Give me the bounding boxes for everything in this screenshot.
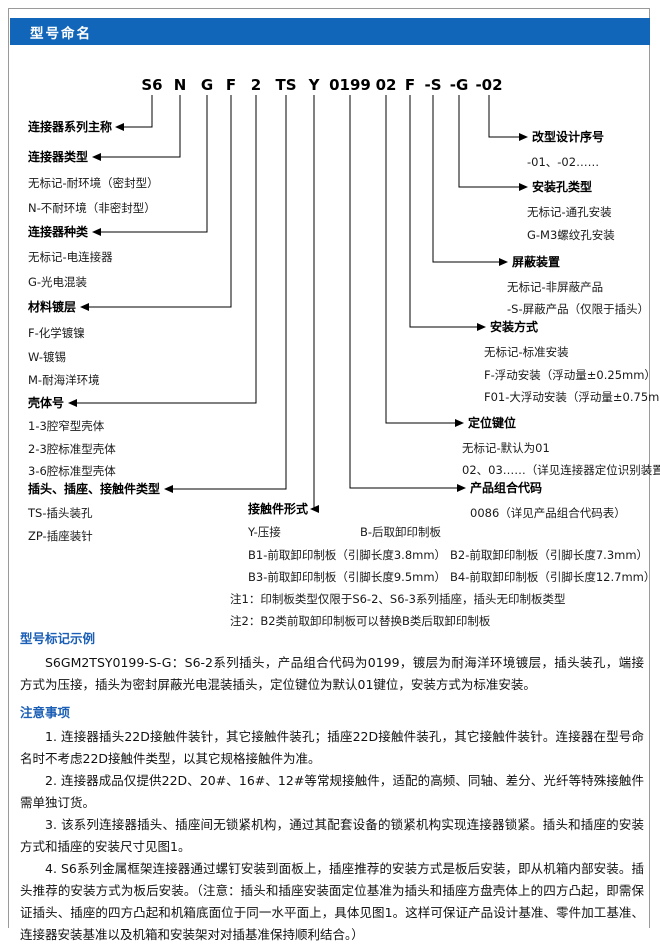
label-hole-title: 安装孔类型 <box>532 180 593 194</box>
model-segment-hole: -G <box>449 76 469 94</box>
label-mount-item: 无标记-标准安装 <box>484 345 569 359</box>
model-segment-redesign: -02 <box>475 76 503 94</box>
label-combo-title: 产品组合代码 <box>470 481 543 495</box>
label-shell-title: 壳体号 <box>28 396 65 410</box>
model-segment-mount: F <box>404 76 416 94</box>
label-shield-item: -S-屏蔽产品（仅限于插头） <box>507 302 650 316</box>
label-plugtype-item: ZP-插座装针 <box>28 529 93 543</box>
label-kind-item: G-光电混装 <box>28 275 88 289</box>
model-segment-plating: F <box>225 76 237 94</box>
label-hole-item: G-M3螺纹孔安装 <box>527 228 615 242</box>
model-segment-type: N <box>173 76 187 94</box>
label-contact-b2: B2-前取卸印制板（引脚长度7.3mm） <box>450 548 649 562</box>
label-contact-b: B-后取卸印制板 <box>360 525 442 539</box>
label-kind-title: 连接器种类 <box>28 225 89 239</box>
label-plugtype-item: TS-插头装孔 <box>28 506 93 520</box>
notes-heading: 注意事项 <box>20 705 71 720</box>
label-keypos-item: 无标记-默认为01 <box>462 441 550 455</box>
model-segment-series: S6 <box>141 76 163 94</box>
label-contact-b1: B1-前取卸印制板（引脚长度3.8mm） <box>248 548 447 562</box>
label-hole-item: 无标记-通孔安装 <box>527 205 612 219</box>
label-keypos-title: 定位键位 <box>468 416 517 430</box>
header-bar: 型号命名 <box>10 18 650 45</box>
label-shell-item: 1-3腔窄型壳体 <box>28 419 105 433</box>
label-plugtype-title: 插头、插座、接触件类型 <box>28 482 161 496</box>
model-segment-shield: -S <box>424 76 442 94</box>
label-shield-title: 屏蔽装置 <box>512 255 561 269</box>
model-segment-plug: TS <box>275 76 297 94</box>
note-item-1: 1. 连接器插头22D接触件装针，其它接触件装孔；插座22D接触件装孔，其它接触… <box>20 729 644 766</box>
label-kind-item: 无标记-电连接器 <box>28 250 113 264</box>
label-redesign-item: -01、-02…… <box>527 155 600 169</box>
model-segment-shell: 2 <box>250 76 262 94</box>
label-shell-item: 3-6腔标准型壳体 <box>28 464 116 478</box>
label-contact-b4: B4-前取卸印制板（引脚长度12.7mm） <box>450 570 656 584</box>
label-mount-title: 安装方式 <box>490 320 539 334</box>
label-contact-note1: 注1：印制板类型仅限于S6-2、S6-3系列插座，插头无印制板类型 <box>230 592 566 606</box>
model-segment-contact: Y <box>308 76 320 94</box>
page-title: 型号命名 <box>30 25 92 42</box>
label-shell-item: 2-3腔标准型壳体 <box>28 442 116 456</box>
label-contact-note2: 注2：B2类前取卸印制板可以替换B类后取卸印制板 <box>230 614 491 628</box>
label-type-item: 无标记-耐环境（密封型） <box>28 176 159 190</box>
label-type-item: N-不耐环境（非密封型） <box>28 201 156 215</box>
label-contact-b3: B3-前取卸印制板（引脚长度9.5mm） <box>248 570 447 584</box>
label-combo-item: 0086（详见产品组合代码表） <box>470 506 626 520</box>
label-series-title: 连接器系列主称 <box>28 120 113 134</box>
model-segment-keypos: 02 <box>375 76 397 94</box>
label-plating-item: M-耐海洋环境 <box>28 373 100 387</box>
example-body: S6GM2TSY0199-S-G：S6-2系列插头，产品组合代码为0199，镀层… <box>20 655 644 692</box>
model-segment-kind: G <box>200 76 214 94</box>
note-item-4: 4. S6系列金属框架连接器通过螺钉安装到面板上，插座推荐的安装方式是板后安装，… <box>20 861 644 942</box>
label-plating-item: F-化学镀镍 <box>28 326 85 340</box>
label-plating-title: 材料镀层 <box>28 300 77 314</box>
label-mount-item: F01-大浮动安装（浮动量±0.75mm） <box>484 390 660 404</box>
label-contact-y: Y-压接 <box>248 525 281 539</box>
example-heading: 型号标记示例 <box>20 631 96 646</box>
page-border <box>8 8 650 928</box>
note-item-3: 3. 该系列连接器插头、插座间无锁紧机构，通过其配套设备的锁紧机构实现连接器锁紧… <box>20 817 644 854</box>
label-plating-item: W-镀锡 <box>28 350 67 364</box>
note-item-2: 2. 连接器成品仅提供22D、20#、16#、12#等常规接触件，适配的高频、同… <box>20 773 644 810</box>
label-mount-item: F-浮动安装（浮动量±0.25mm） <box>484 368 656 382</box>
label-shield-item: 无标记-非屏蔽产品 <box>507 280 604 294</box>
label-type-title: 连接器类型 <box>28 150 89 164</box>
bottom-sections: 型号标记示例 S6GM2TSY0199-S-G：S6-2系列插头，产品组合代码为… <box>20 628 644 946</box>
model-segment-combo: 0199 <box>329 76 371 94</box>
label-contact-title: 接触件形式 <box>248 502 309 516</box>
label-redesign-title: 改型设计序号 <box>532 130 605 144</box>
label-keypos-item: 02、03……（详见连接器定位识别装置） <box>462 463 660 477</box>
